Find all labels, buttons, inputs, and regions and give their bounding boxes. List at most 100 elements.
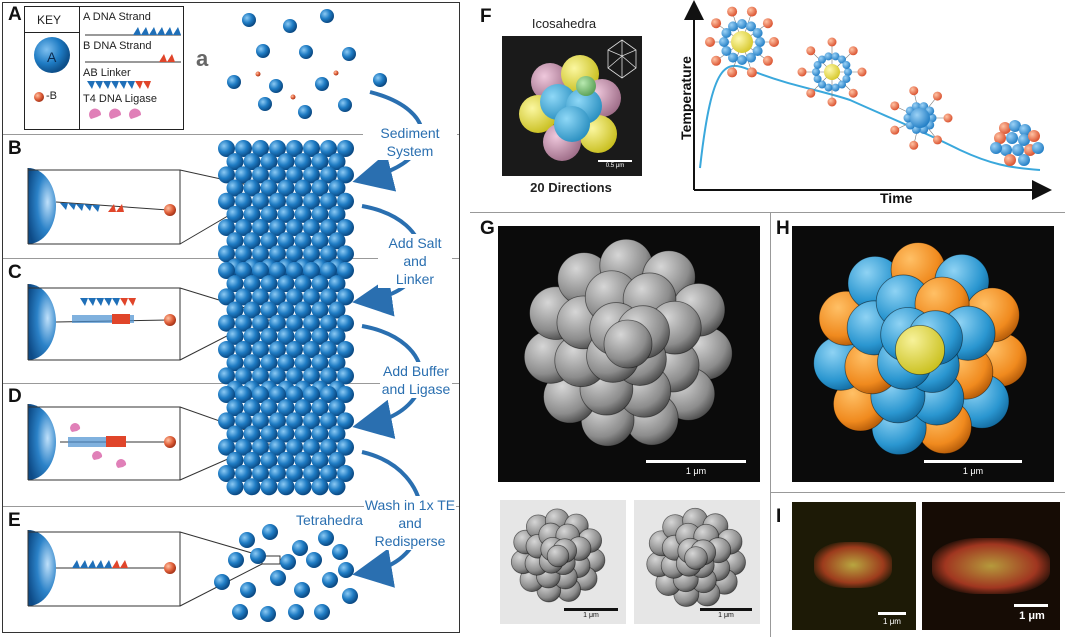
block-particle	[286, 219, 303, 237]
block-particle	[328, 327, 346, 345]
icosahedron-wireframe-icon	[607, 39, 637, 79]
block-particle	[277, 425, 295, 443]
sem-sphere-center	[684, 546, 708, 570]
a-particle	[721, 28, 732, 38]
block-particle	[235, 288, 252, 306]
block-particle	[252, 192, 269, 210]
block-particle	[243, 205, 261, 223]
block-particle	[269, 465, 286, 483]
block-particle	[328, 153, 346, 171]
block-particle	[328, 425, 346, 443]
a-particle	[844, 68, 852, 76]
a-strand-icon	[133, 27, 181, 35]
block-particle	[328, 232, 346, 250]
temperature-time-plot	[684, 0, 1052, 200]
block-particle	[320, 219, 337, 237]
block-particle	[337, 288, 354, 306]
block-particle	[277, 232, 295, 250]
key-linker-label: AB Linker	[83, 67, 131, 79]
block-particle	[243, 327, 261, 345]
a-particle	[813, 74, 822, 83]
block-particle	[252, 386, 269, 403]
block-particle	[320, 438, 337, 456]
block-particle	[303, 192, 320, 210]
block-particle	[303, 386, 320, 403]
g-cluster	[523, 238, 733, 447]
assembled-particle	[990, 142, 1002, 154]
block-particle	[320, 412, 337, 430]
divider-f	[470, 212, 1065, 213]
block-particle	[311, 451, 329, 469]
block-particle	[286, 245, 303, 263]
sem-sphere-center	[603, 319, 653, 369]
block-particle	[277, 275, 295, 293]
tetrahedra-particle	[338, 562, 354, 578]
panel-label-f: F	[480, 6, 492, 27]
i1-scale-label: 1 μm	[883, 617, 901, 626]
a-particle	[831, 52, 840, 61]
block-particle	[277, 354, 295, 372]
block-particle	[320, 465, 337, 483]
block-particle	[294, 232, 312, 250]
block-particle	[277, 399, 295, 417]
a-particle	[813, 61, 822, 70]
block-particle	[269, 341, 286, 359]
block-particle	[226, 275, 244, 293]
assembled-particle	[1018, 134, 1030, 146]
panel-label-e: E	[8, 510, 21, 531]
block-particle	[218, 192, 235, 210]
i-fluor-1: 1 μm	[792, 502, 916, 630]
block-particle	[277, 205, 295, 223]
block-particle	[235, 386, 252, 403]
block-particle	[243, 153, 261, 171]
block-particle	[337, 386, 354, 403]
b-particle	[746, 6, 757, 17]
block-particle	[260, 153, 278, 171]
tetrahedra-particle	[240, 582, 256, 598]
block-particle	[243, 425, 261, 443]
key-title: KEY	[37, 13, 62, 27]
step-salt-line1: Add Salt and	[388, 235, 442, 269]
a-particle	[837, 55, 846, 64]
b-particle	[769, 37, 779, 47]
a-particle	[831, 83, 840, 92]
fluor-blob-double	[932, 538, 1050, 594]
block-particle	[218, 412, 235, 430]
panel-label-h: H	[776, 218, 790, 239]
block-particle	[235, 262, 252, 279]
a-particle	[737, 19, 747, 29]
block-particle	[328, 478, 346, 496]
g-small-cluster-2	[646, 507, 746, 607]
g-small-sem-2: 1 μm	[634, 500, 760, 624]
b-particle	[797, 67, 807, 77]
block-particle	[243, 275, 261, 293]
block-particle	[260, 205, 278, 223]
block-particle	[328, 205, 346, 223]
assembled-particle	[1028, 130, 1040, 142]
b-particle	[705, 37, 715, 47]
a-particle	[728, 52, 738, 63]
block-particle	[328, 399, 346, 417]
block-particle	[226, 232, 244, 250]
block-particle	[269, 219, 286, 237]
block-particle	[235, 245, 252, 263]
icosahedra-scale-label: 0.5 μm	[605, 163, 625, 169]
sem-sphere-center	[546, 544, 570, 568]
a-particle	[837, 80, 846, 89]
step-wash-line1: Wash in 1x TE	[364, 497, 456, 513]
block-particle	[294, 301, 312, 319]
assembled-particle	[994, 132, 1006, 144]
block-particle	[311, 153, 329, 171]
block-particle	[286, 140, 303, 157]
panel-a-mark: a	[196, 46, 209, 71]
tetrahedra-particle	[318, 530, 334, 546]
g-small-2-scale-label: 1 μm	[718, 612, 734, 619]
b-particle	[890, 101, 900, 111]
block-particle	[286, 386, 303, 403]
block-particle	[286, 438, 303, 456]
block-particle	[252, 288, 269, 306]
block-particle	[277, 153, 295, 171]
tetrahedra-particle	[332, 544, 348, 560]
block-particle	[337, 140, 354, 157]
icosahedra-image: 0.5 μm	[502, 36, 642, 176]
